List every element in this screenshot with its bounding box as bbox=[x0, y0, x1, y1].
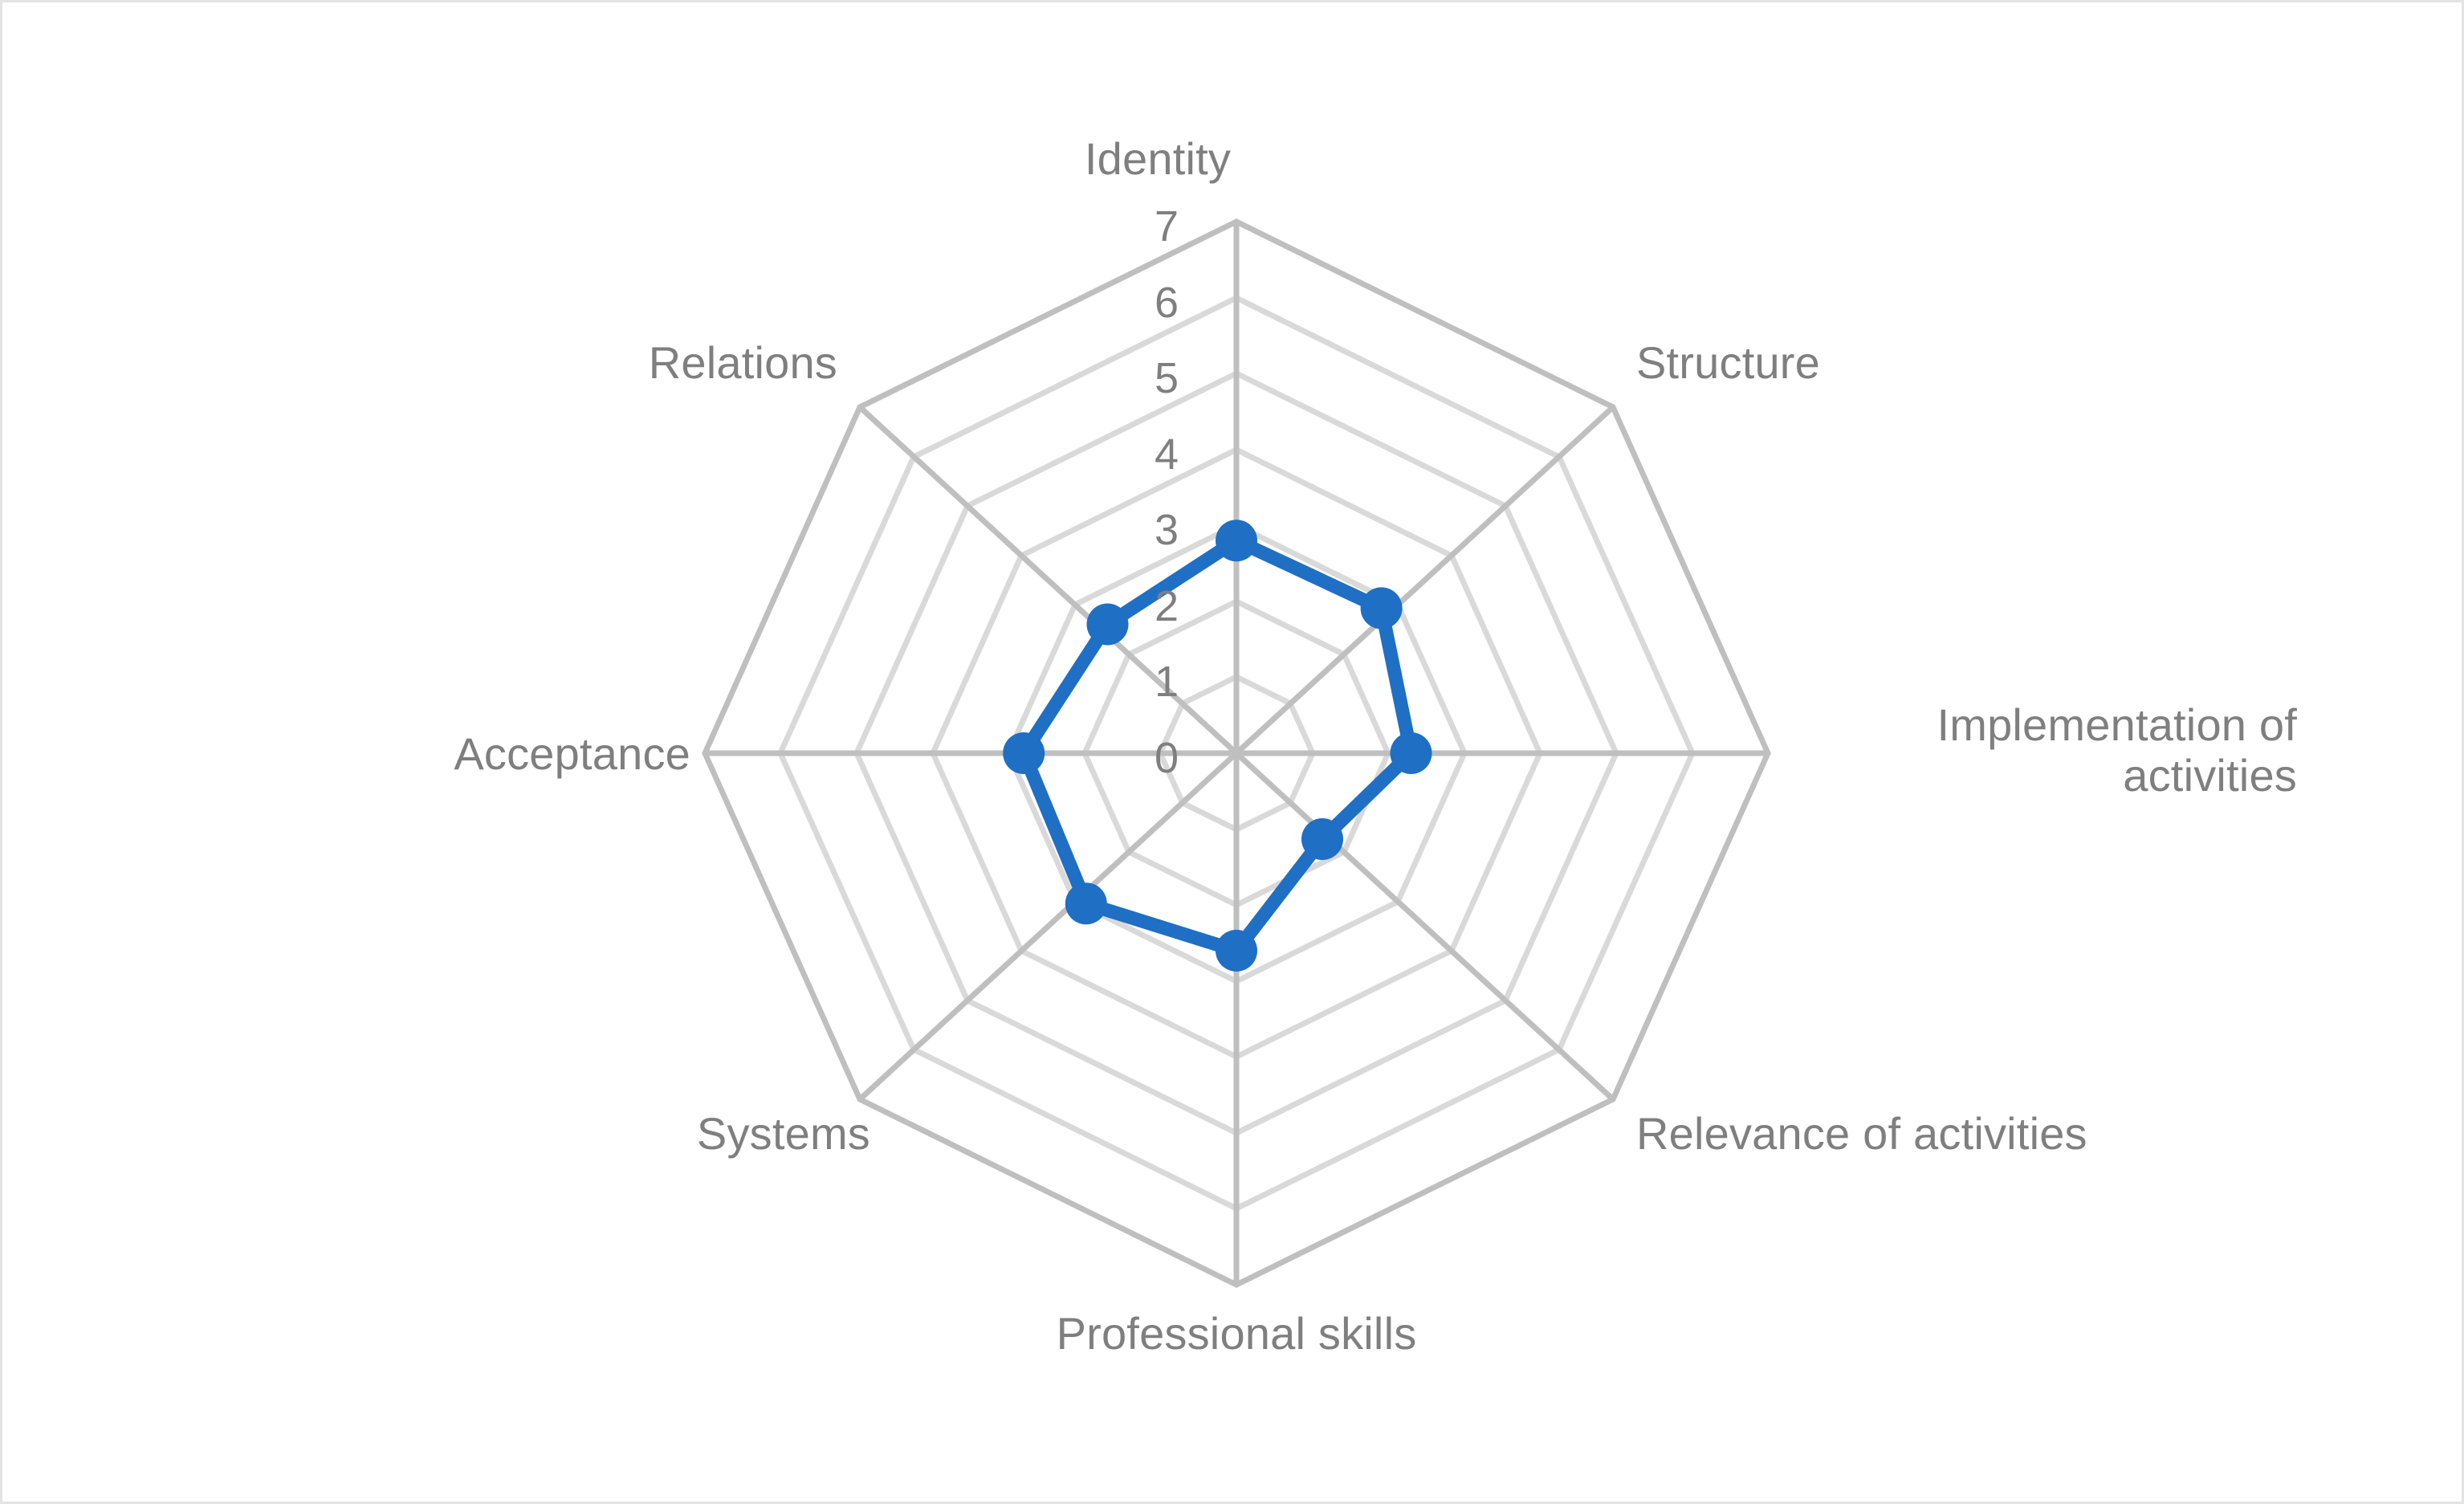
spoke-structure bbox=[1234, 405, 1615, 756]
data-point-relevance bbox=[1301, 818, 1343, 860]
tick-label-7: 7 bbox=[1154, 202, 1179, 251]
axis-label-systems: Systems bbox=[696, 1108, 870, 1159]
axis-label-implementation: Implementation of activities bbox=[1937, 699, 2297, 801]
axis-label-relations: Relations bbox=[648, 337, 837, 388]
axis-label-identity: Identity bbox=[1084, 133, 1232, 184]
spoke-relations bbox=[857, 405, 1239, 756]
tick-label-2: 2 bbox=[1154, 582, 1179, 630]
data-point-relations bbox=[1086, 603, 1129, 646]
radar-series-1 bbox=[1003, 520, 1432, 972]
tick-label-4: 4 bbox=[1154, 430, 1179, 479]
tick-label-1: 1 bbox=[1154, 658, 1179, 706]
tick-label-0: 0 bbox=[1154, 734, 1179, 782]
axis-label-acceptance: Acceptance bbox=[454, 728, 690, 779]
series-1-markers bbox=[1003, 520, 1432, 972]
data-point-systems bbox=[1065, 882, 1107, 925]
data-point-professional-skills bbox=[1216, 929, 1257, 972]
data-point-structure bbox=[1360, 587, 1403, 630]
tick-label-5: 5 bbox=[1154, 354, 1179, 402]
spoke-relevance bbox=[1234, 751, 1615, 1102]
data-point-identity bbox=[1216, 520, 1257, 562]
tick-label-3: 3 bbox=[1154, 506, 1179, 554]
axis-label-relevance: Relevance of activities bbox=[1636, 1108, 2087, 1159]
data-point-acceptance bbox=[1003, 732, 1045, 774]
axis-label-professional-skills: Professional skills bbox=[1056, 1308, 1417, 1359]
axis-label-structure: Structure bbox=[1636, 337, 1820, 388]
radar-spokes bbox=[705, 222, 1768, 1285]
spoke-systems bbox=[857, 751, 1239, 1102]
tick-label-6: 6 bbox=[1154, 279, 1179, 327]
data-point-implementation bbox=[1390, 732, 1432, 774]
